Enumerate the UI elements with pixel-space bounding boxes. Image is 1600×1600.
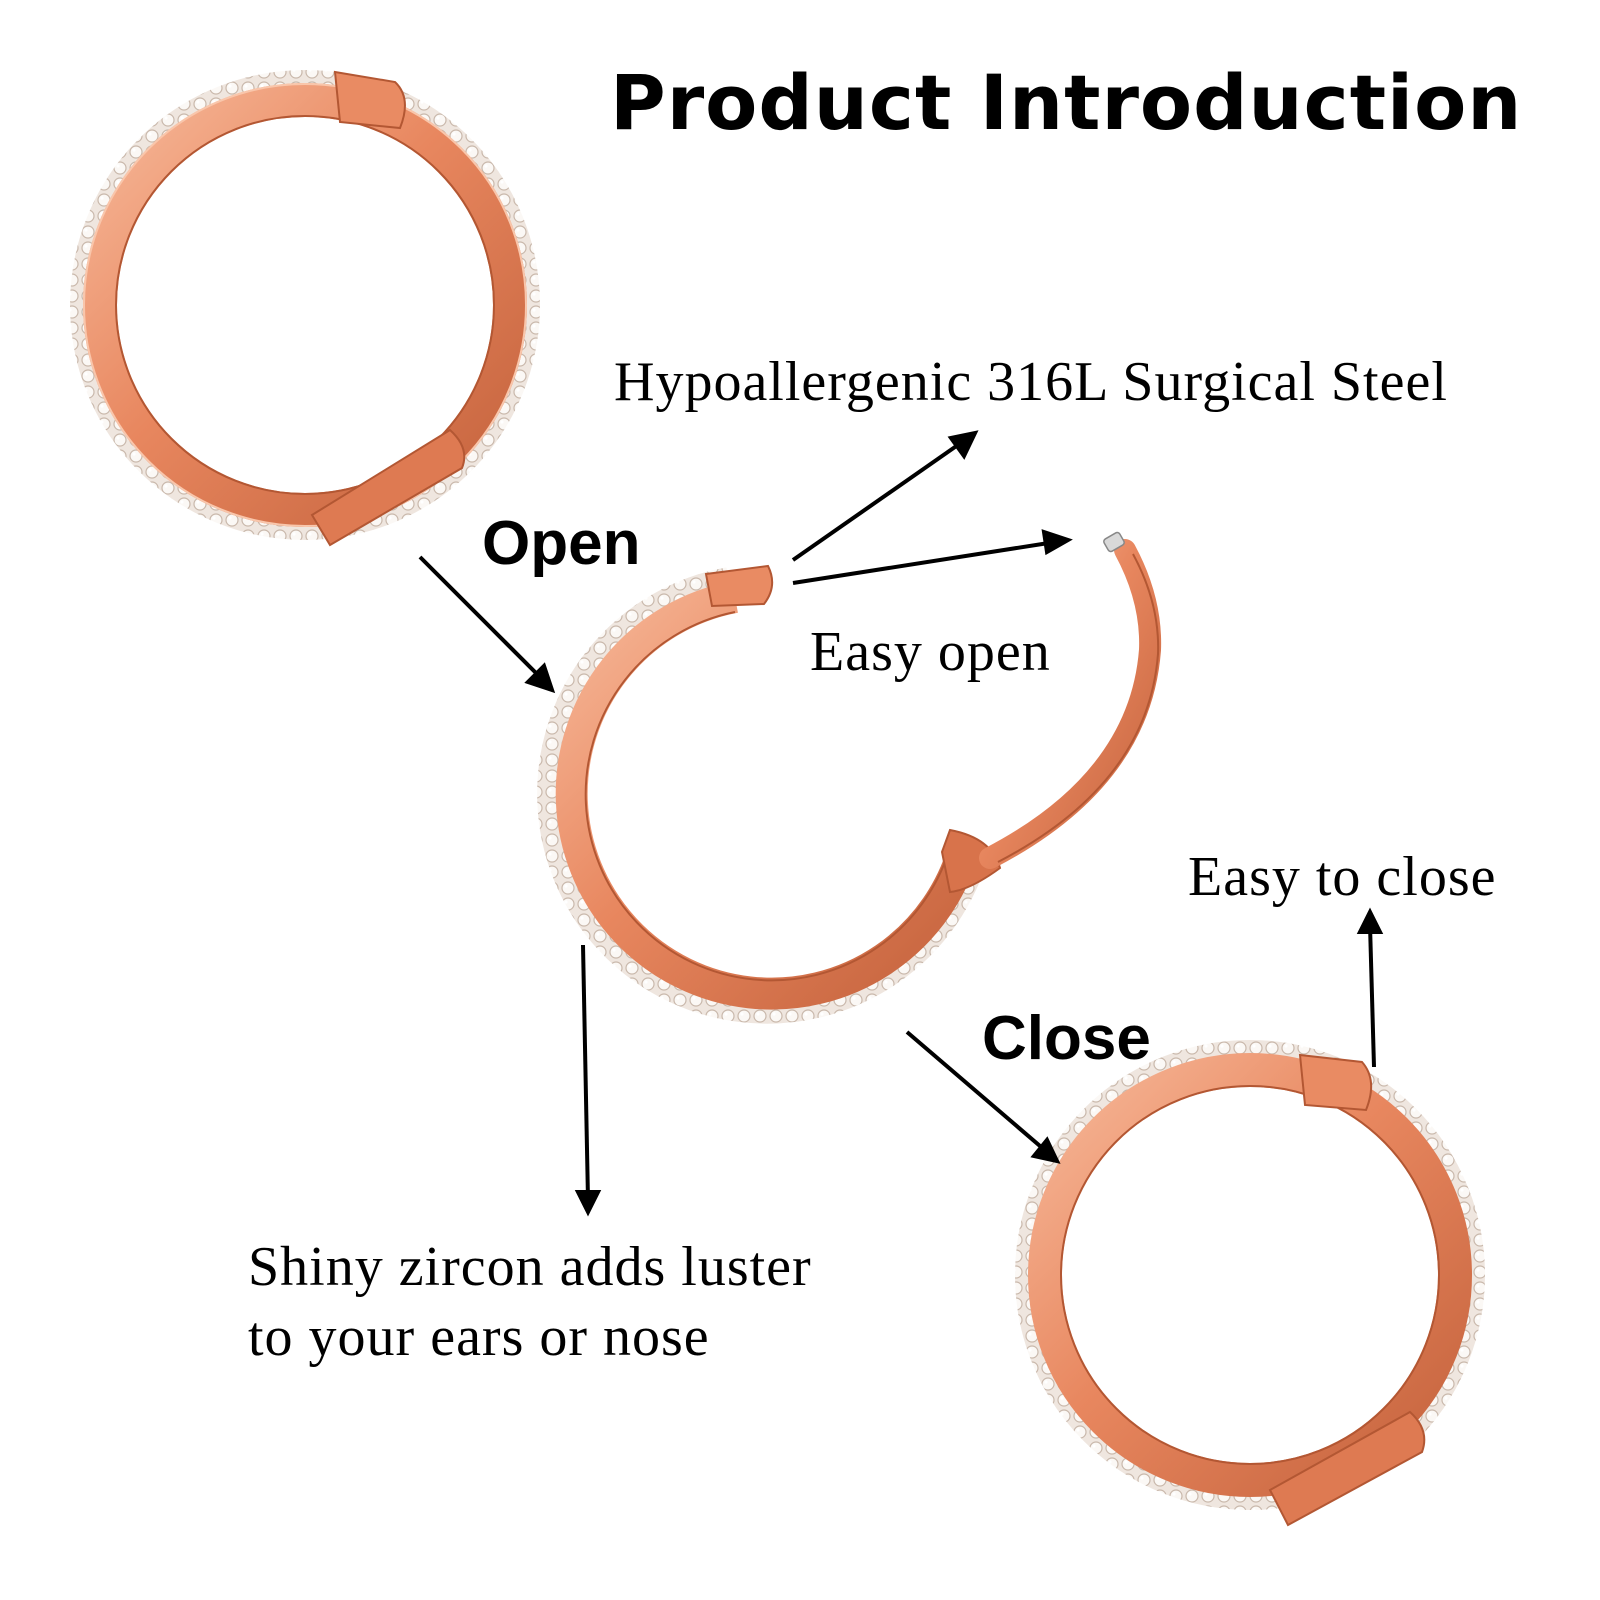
closed-hoop-top bbox=[70, 70, 540, 547]
easy-open-arrow-head bbox=[1041, 529, 1073, 556]
open-arrow-head bbox=[524, 662, 556, 694]
zircon-arrow-head bbox=[574, 1190, 602, 1217]
easy-close-arrow bbox=[1368, 924, 1376, 1068]
zircon-label: Shiny zircon adds luster to your ears or… bbox=[248, 1232, 812, 1372]
easy-open-arrow bbox=[792, 540, 1056, 585]
easy-open-label: Easy open bbox=[810, 621, 1051, 683]
easy-close-label: Easy to close bbox=[1188, 846, 1497, 908]
zircon-label-line2: to your ears or nose bbox=[248, 1306, 710, 1368]
steel-label: Hypoallergenic 316L Surgical Steel bbox=[614, 351, 1448, 413]
steel-arrow bbox=[791, 438, 967, 562]
open-arrow bbox=[418, 555, 547, 684]
page-title: Product Introduction bbox=[610, 58, 1523, 147]
zircon-label-line1: Shiny zircon adds luster bbox=[248, 1236, 812, 1298]
closed-hoop-bottom bbox=[1015, 1040, 1485, 1527]
easy-close-arrow-head bbox=[1356, 907, 1384, 934]
close-label: Close bbox=[982, 1004, 1151, 1073]
arrows bbox=[418, 430, 1384, 1217]
open-hoop-middle bbox=[537, 531, 1162, 1024]
zircon-arrow bbox=[581, 944, 590, 1201]
close-arrow bbox=[905, 1030, 1049, 1154]
close-arrow-head bbox=[1030, 1136, 1061, 1164]
open-label: Open bbox=[482, 509, 641, 578]
steel-arrow-head bbox=[947, 430, 979, 460]
